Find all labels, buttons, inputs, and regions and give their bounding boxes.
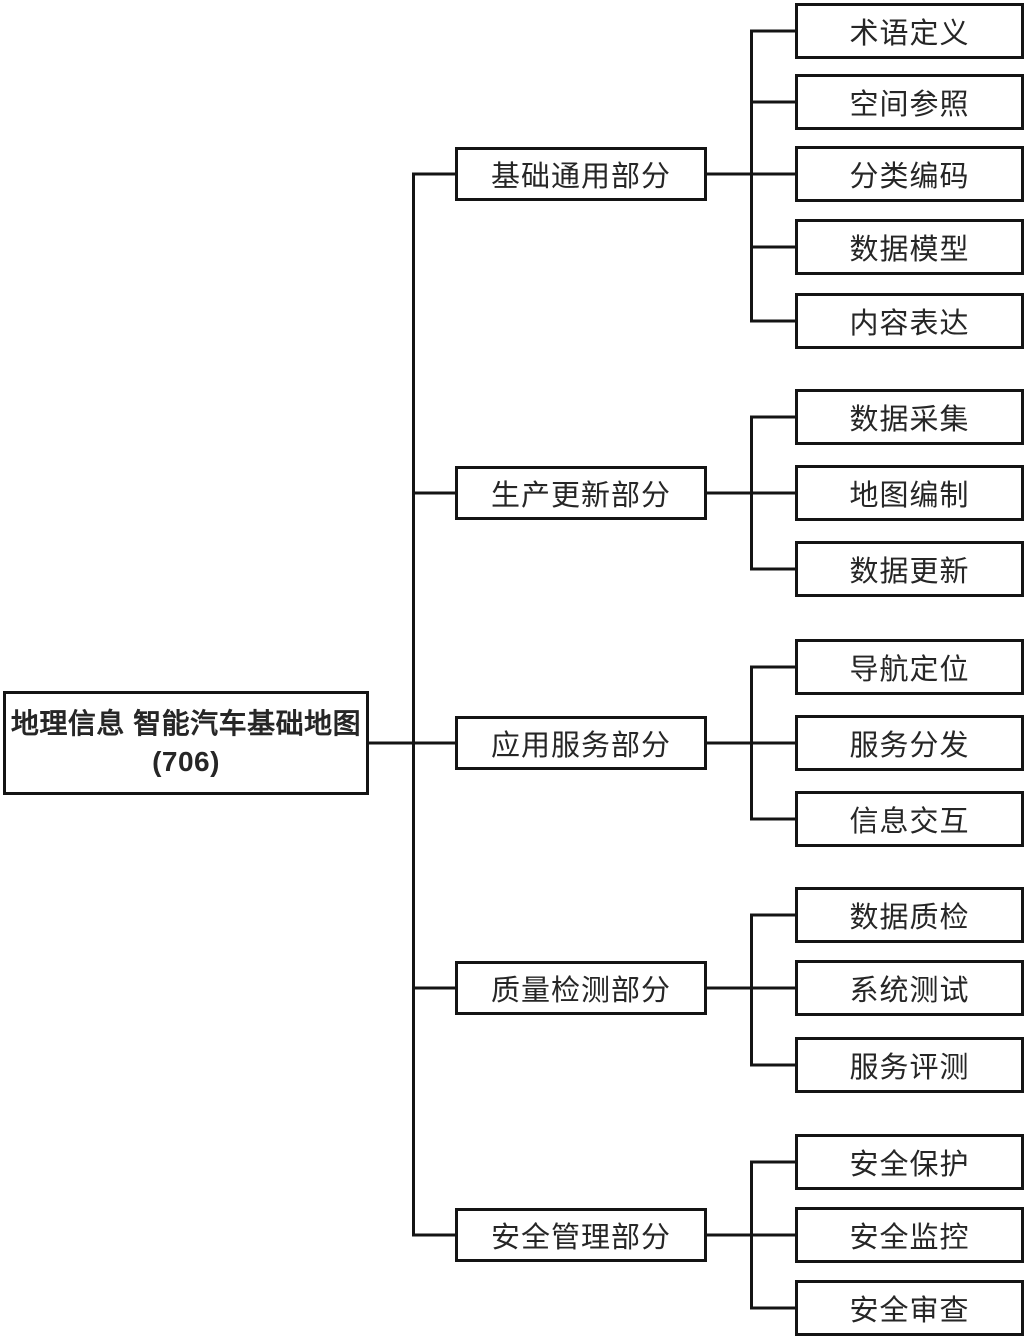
leaf-node: 分类编码 (795, 146, 1024, 202)
leaf-node: 服务分发 (795, 715, 1024, 771)
leaf-node: 安全审查 (795, 1280, 1024, 1336)
leaf-node: 术语定义 (795, 3, 1024, 59)
leaf-node: 信息交互 (795, 791, 1024, 847)
leaf-node: 系统测试 (795, 960, 1024, 1016)
leaf-node: 数据采集 (795, 389, 1024, 445)
branch-node-basic-general: 基础通用部分 (455, 147, 707, 201)
leaf-node: 安全保护 (795, 1134, 1024, 1190)
branch-node-security-management: 安全管理部分 (455, 1208, 707, 1262)
branch-node-production-update: 生产更新部分 (455, 466, 707, 520)
root-node-code: (706) (152, 746, 220, 777)
leaf-node: 空间参照 (795, 74, 1024, 130)
branch-node-application-service: 应用服务部分 (455, 716, 707, 770)
leaf-node: 导航定位 (795, 639, 1024, 695)
branch-node-quality-inspection: 质量检测部分 (455, 961, 707, 1015)
leaf-node: 数据质检 (795, 887, 1024, 943)
root-node: 地理信息 智能汽车基础地图 (706) (3, 691, 369, 795)
leaf-node: 服务评测 (795, 1037, 1024, 1093)
leaf-node: 内容表达 (795, 293, 1024, 349)
leaf-node: 数据更新 (795, 541, 1024, 597)
leaf-node: 安全监控 (795, 1207, 1024, 1263)
root-node-title: 地理信息 智能汽车基础地图 (10, 708, 362, 740)
leaf-node: 地图编制 (795, 465, 1024, 521)
leaf-node: 数据模型 (795, 219, 1024, 275)
